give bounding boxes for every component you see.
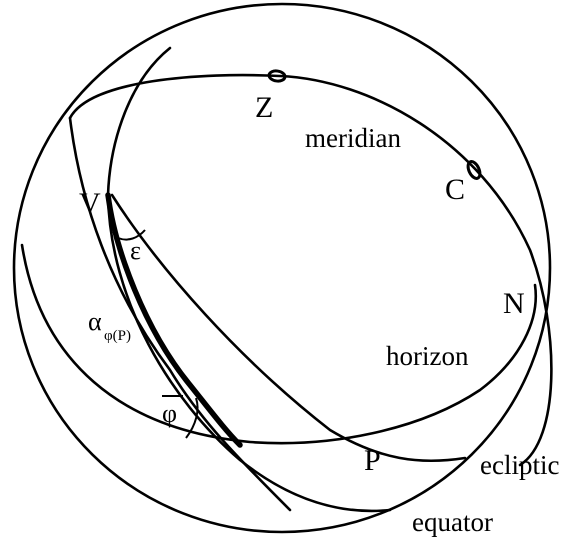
epsilon-angle-arc (117, 229, 146, 241)
vernal-point-label: V (79, 187, 101, 220)
point-p-label: P (364, 444, 381, 477)
horizon-circle (20, 243, 538, 445)
north-label: N (503, 287, 525, 320)
equator-circle (106, 46, 392, 513)
ecliptic-circle (110, 193, 467, 463)
zenith-marker (267, 69, 287, 83)
equator-label: equator (412, 507, 493, 537)
phi-angle-arc (185, 397, 199, 439)
left-great-circle (68, 116, 292, 512)
horizon-label: horizon (386, 341, 469, 371)
alpha-subscript-label: φ(P) (104, 328, 131, 344)
phi-bar-label: φ (162, 399, 177, 428)
ecliptic-label: ecliptic (480, 450, 559, 480)
zenith-label: Z (255, 91, 273, 124)
right-ascension-arc (105, 192, 243, 448)
celestial-pole-label: C (445, 173, 465, 206)
epsilon-label: ε (130, 236, 141, 265)
meridian-label: meridian (305, 123, 401, 153)
meridian-circle (68, 73, 553, 467)
celestial-pole-marker (466, 160, 482, 180)
alpha-label: α (88, 307, 102, 336)
sphere-outline (12, 2, 552, 534)
